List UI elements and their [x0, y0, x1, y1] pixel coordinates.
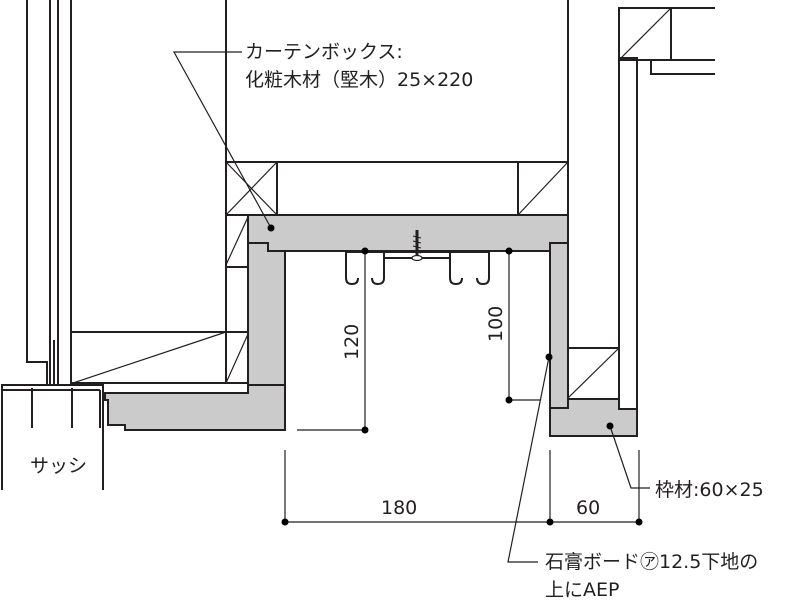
- screw-icon: [411, 230, 423, 262]
- dim-180-label: 180: [381, 497, 417, 519]
- bottom-board: [104, 384, 286, 431]
- gypsum-label-2: 上にAEP: [545, 579, 619, 601]
- dim-100: [505, 247, 540, 404]
- frame-member-60x25: [549, 398, 638, 437]
- dim-120-label: 120: [341, 324, 363, 360]
- dim-100-label: 100: [485, 306, 507, 342]
- dim-60-label: 60: [576, 497, 600, 519]
- frame-label: 枠材:60×25: [655, 479, 764, 501]
- gypsum-label-1: 石膏ボード㋐12.5下地の: [545, 550, 758, 573]
- leader-frame: [606, 422, 650, 489]
- curtain-box-top-board: [247, 214, 569, 252]
- curtain-box-label-2: 化粧木材（堅木）25×220: [245, 69, 473, 91]
- right-frame: [567, 7, 715, 410]
- gypsum-board: [549, 242, 569, 409]
- header-blocking: [225, 0, 569, 216]
- sash-frame: [1, 384, 104, 490]
- wall-lines: [71, 0, 249, 384]
- curtain-box-front-board: [247, 242, 286, 394]
- curtain-box-label-1: カーテンボックス:: [245, 41, 403, 63]
- sash-label: サッシ: [30, 455, 87, 477]
- dim-horizontal: [281, 450, 643, 526]
- leader-curtain-box: [172, 51, 275, 232]
- leader-gypsum: [507, 353, 553, 563]
- window-glazing: [26, 0, 72, 385]
- dim-120: [297, 247, 369, 434]
